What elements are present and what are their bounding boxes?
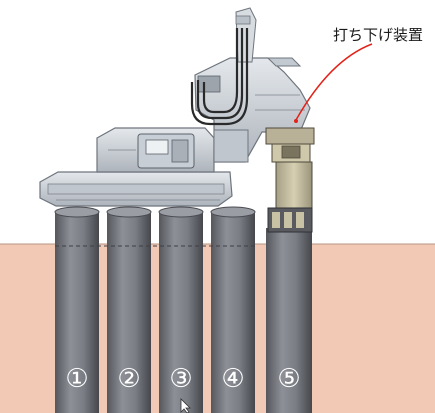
pile-label-1: ① bbox=[65, 364, 88, 394]
callout-label: 打ち下げ装置 bbox=[333, 26, 423, 44]
pile-label-4: ④ bbox=[221, 364, 244, 394]
machine-base bbox=[39, 171, 233, 207]
callout-leader-line bbox=[295, 43, 373, 121]
pile-label-3: ③ bbox=[169, 364, 192, 394]
pile-label-2: ② bbox=[117, 364, 140, 394]
hydraulic-hoses bbox=[190, 28, 249, 126]
pile-label-5: ⑤ bbox=[277, 364, 300, 394]
pile-5 bbox=[266, 228, 312, 413]
driving-down-device bbox=[265, 127, 315, 233]
machine-cab bbox=[96, 127, 215, 173]
callout-leader-dot bbox=[294, 119, 298, 123]
